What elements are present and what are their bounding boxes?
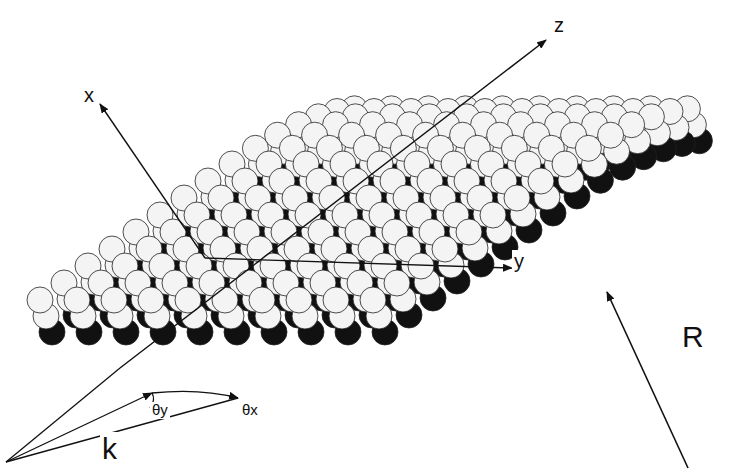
axis-label: θy <box>150 402 170 419</box>
projection-line <box>6 398 238 462</box>
atom-sphere <box>528 168 554 194</box>
axis-label: x <box>82 84 96 106</box>
atom-sphere <box>138 287 164 313</box>
atom-sphere <box>64 287 90 313</box>
beam-vectors <box>6 368 238 462</box>
axis-label: z <box>552 14 566 36</box>
radius-arrow <box>607 292 688 468</box>
atom-sphere <box>456 219 482 245</box>
atom-sphere <box>552 151 578 177</box>
z-axis <box>120 40 546 368</box>
angle-arc <box>152 391 238 398</box>
axis-label: θx <box>240 402 260 419</box>
atom-sphere <box>323 287 349 313</box>
atom-sphere <box>249 287 275 313</box>
atom-sphere <box>432 236 458 262</box>
atom-sphere <box>480 202 506 228</box>
atom-sphere <box>575 135 601 161</box>
x-axis <box>100 104 205 258</box>
axes <box>100 40 546 368</box>
atom-sphere <box>360 287 386 313</box>
atom-sphere <box>384 270 410 296</box>
atom-sphere <box>286 287 312 313</box>
atom-sphere <box>504 185 530 211</box>
atom-sphere <box>101 287 127 313</box>
axis-label: R <box>680 320 706 353</box>
y-axis <box>205 258 512 268</box>
atom-sphere <box>27 287 53 313</box>
atom-sphere <box>212 287 238 313</box>
atom-spheres <box>27 96 712 345</box>
axis-label: y <box>512 250 526 272</box>
atom-sphere <box>598 122 624 148</box>
axis-label: k <box>100 432 119 465</box>
